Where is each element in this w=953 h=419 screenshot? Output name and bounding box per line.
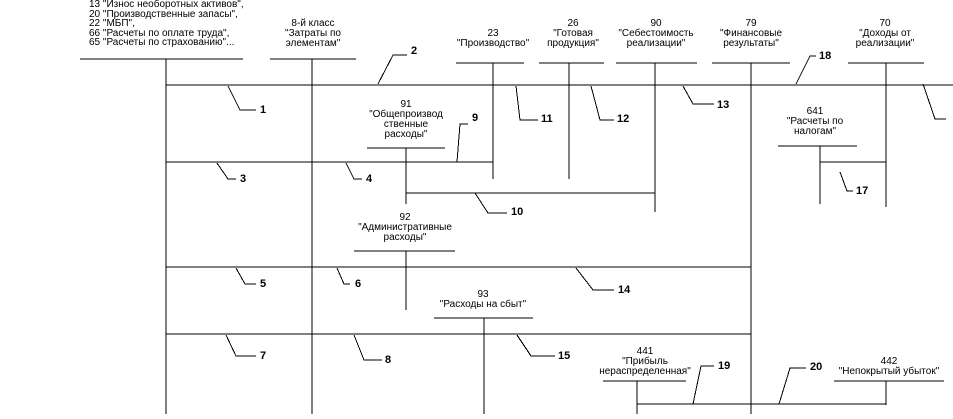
flow-number-14: 14 bbox=[618, 284, 631, 296]
flow-number-7: 7 bbox=[260, 350, 267, 362]
flow-number-11: 11 bbox=[541, 113, 553, 125]
leader-15 bbox=[516, 334, 555, 357]
leader-4 bbox=[345, 162, 362, 180]
leader-1 bbox=[227, 85, 256, 111]
account-label-441: 441 "Прибыль нераспределенная" bbox=[599, 346, 691, 377]
resource-account-20: 20 "Производственные запасы", bbox=[89, 8, 238, 20]
leader-5 bbox=[235, 267, 256, 285]
leader-6 bbox=[336, 267, 350, 285]
resource-account-22: 22 "МБП", bbox=[89, 18, 135, 30]
flow-number-9: 9 bbox=[472, 112, 479, 124]
leader-8 bbox=[353, 334, 382, 361]
flow-number-19: 19 bbox=[718, 360, 731, 372]
account-label-70: 70 "Доходы от реализации" bbox=[855, 18, 915, 49]
flow-number-5: 5 bbox=[260, 278, 267, 290]
account-label-90: 90 "Себестоимость реализации" bbox=[618, 18, 694, 49]
account-label-93: 93 "Расходы на сбыт" bbox=[439, 289, 527, 310]
leader-21 bbox=[922, 83, 946, 120]
leader-17 bbox=[839, 171, 853, 192]
leader-14 bbox=[575, 267, 614, 291]
account-label-91: 91 "Общепроизвод ственные расходы" bbox=[369, 99, 443, 140]
account-label-442: 442 "Непокрытый убыток" bbox=[838, 356, 940, 377]
account-label-92: 92 "Административные расходы" bbox=[358, 212, 452, 243]
leader-10 bbox=[474, 192, 507, 214]
leader-7 bbox=[225, 334, 256, 357]
account-label-23: 23 "Производство" bbox=[456, 28, 530, 49]
leader-20 bbox=[778, 367, 806, 405]
resource-account-13: 13 "Износ необоротных активов", bbox=[89, 0, 244, 10]
flow-number-10: 10 bbox=[511, 206, 524, 218]
leader-11 bbox=[515, 85, 538, 121]
account-label-26: 26 "Готовая продукция" bbox=[547, 18, 599, 49]
flow-number-2: 2 bbox=[411, 45, 418, 57]
flow-number-4: 4 bbox=[366, 173, 373, 185]
flow-number-3: 3 bbox=[240, 173, 247, 185]
leader-18 bbox=[795, 55, 816, 85]
flow-number-20: 20 bbox=[810, 361, 823, 373]
account-label-641: 641 "Расчеты по налогам" bbox=[786, 106, 844, 137]
leader-9 bbox=[456, 123, 468, 163]
flow-number-12: 12 bbox=[617, 113, 630, 125]
leader-2 bbox=[377, 54, 407, 85]
flow-number-17: 17 bbox=[856, 185, 869, 197]
flow-number-1: 1 bbox=[260, 104, 267, 116]
account-label-class8: 8-й класс "Затраты по элементам" bbox=[285, 18, 341, 49]
flow-number-6: 6 bbox=[355, 278, 362, 290]
leader-19 bbox=[692, 365, 714, 405]
resource-account-66: 66 "Расчеты по оплате труда", bbox=[89, 27, 230, 39]
flow-number-8: 8 bbox=[385, 354, 392, 366]
account-label-79: 79 "Финансовые результаты" bbox=[719, 18, 783, 49]
resource-account-65: 65 "Расчеты по страхованию"... bbox=[89, 37, 235, 49]
leader-12 bbox=[590, 85, 614, 121]
resource-accounts-list: 13 "Износ необоротных активов", 20 "Прои… bbox=[89, 0, 244, 48]
flow-number-18: 18 bbox=[819, 50, 832, 62]
leader-3 bbox=[216, 162, 236, 180]
leader-13 bbox=[682, 85, 714, 105]
flow-number-13: 13 bbox=[717, 99, 730, 111]
flow-number-15: 15 bbox=[558, 350, 571, 362]
